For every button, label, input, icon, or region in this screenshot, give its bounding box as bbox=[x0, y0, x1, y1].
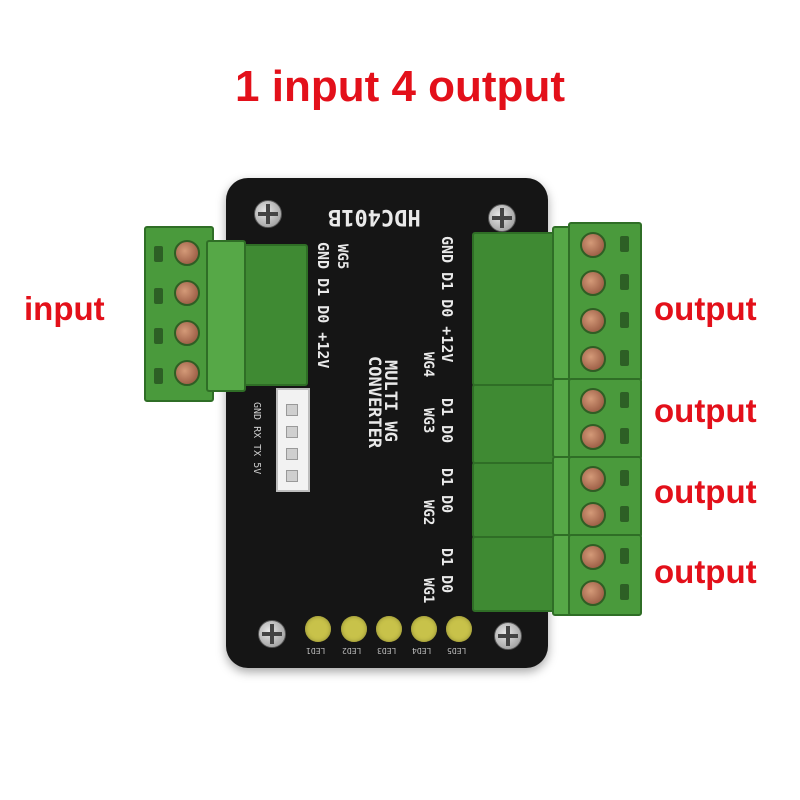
wg1-terminal-plug[interactable] bbox=[568, 534, 642, 616]
led-4-label: LED4 bbox=[412, 646, 432, 655]
wg5-label: WG5 bbox=[334, 244, 350, 270]
terminal-screw bbox=[580, 232, 606, 258]
terminal-screw bbox=[580, 270, 606, 296]
terminal-screw bbox=[580, 466, 606, 492]
output-label-4: output bbox=[654, 553, 757, 590]
board-name-line2: CONVERTER bbox=[364, 356, 384, 449]
output-label-3: output bbox=[654, 473, 757, 510]
wg3-terminal-plug[interactable] bbox=[568, 378, 642, 460]
terminal-screw bbox=[174, 240, 200, 266]
input-terminal-socket bbox=[236, 244, 308, 386]
header-pin bbox=[286, 448, 298, 460]
wg3-label: WG3 bbox=[420, 408, 436, 434]
terminal-screw bbox=[580, 346, 606, 372]
wg3-terminal-socket bbox=[472, 384, 560, 464]
led-3-label: LED3 bbox=[377, 646, 397, 655]
mounting-screw-bottom-right bbox=[494, 622, 522, 650]
wg1-terminal-socket bbox=[472, 536, 560, 612]
input-terminal-body bbox=[206, 240, 246, 392]
wg4-label: WG4 bbox=[420, 352, 436, 378]
model-label: HDC401B bbox=[328, 204, 421, 229]
terminal-screw bbox=[580, 424, 606, 450]
terminal-screw bbox=[174, 320, 200, 346]
led-1-label: LED1 bbox=[306, 646, 326, 655]
terminal-screw bbox=[580, 544, 606, 570]
led-2 bbox=[341, 616, 367, 642]
wg1-pins-label: D1 D0 bbox=[438, 548, 456, 594]
wg2-pins-label: D1 D0 bbox=[438, 468, 456, 514]
input-label: input bbox=[24, 290, 105, 327]
header-pin bbox=[286, 426, 298, 438]
serial-pins-label: GND RX TX 5V bbox=[251, 402, 262, 475]
terminal-screw bbox=[580, 502, 606, 528]
led-3 bbox=[376, 616, 402, 642]
led-2-label: LED2 bbox=[342, 646, 362, 655]
page-title: 1 input 4 output bbox=[235, 62, 565, 111]
wg3-pins-label: D1 D0 bbox=[438, 398, 456, 444]
wg2-terminal-socket bbox=[472, 462, 560, 538]
led-4 bbox=[411, 616, 437, 642]
input-terminal-plug[interactable] bbox=[144, 226, 214, 402]
terminal-screw bbox=[174, 280, 200, 306]
header-pin bbox=[286, 470, 298, 482]
terminal-screw bbox=[174, 360, 200, 386]
wg2-label: WG2 bbox=[420, 500, 436, 526]
led-5-label: LED5 bbox=[447, 646, 467, 655]
output-label-1: output bbox=[654, 290, 757, 327]
led-5 bbox=[446, 616, 472, 642]
wg4-pins-label: GND D1 D0 +12V bbox=[438, 236, 456, 363]
terminal-screw bbox=[580, 308, 606, 334]
mounting-screw-top-right bbox=[488, 204, 516, 232]
serial-header-connector bbox=[276, 388, 310, 492]
terminal-screw bbox=[580, 388, 606, 414]
terminal-screw bbox=[580, 580, 606, 606]
wg4-terminal-socket bbox=[472, 232, 560, 386]
wg1-label: WG1 bbox=[420, 578, 436, 604]
led-1 bbox=[305, 616, 331, 642]
output-label-2: output bbox=[654, 392, 757, 429]
wg4-terminal-plug[interactable] bbox=[568, 222, 642, 382]
mounting-screw-bottom-left bbox=[258, 620, 286, 648]
wg2-terminal-plug[interactable] bbox=[568, 456, 642, 538]
wg5-pins-label: GND D1 D0 +12V bbox=[314, 242, 332, 369]
mounting-screw-top-left bbox=[254, 200, 282, 228]
header-pin bbox=[286, 404, 298, 416]
